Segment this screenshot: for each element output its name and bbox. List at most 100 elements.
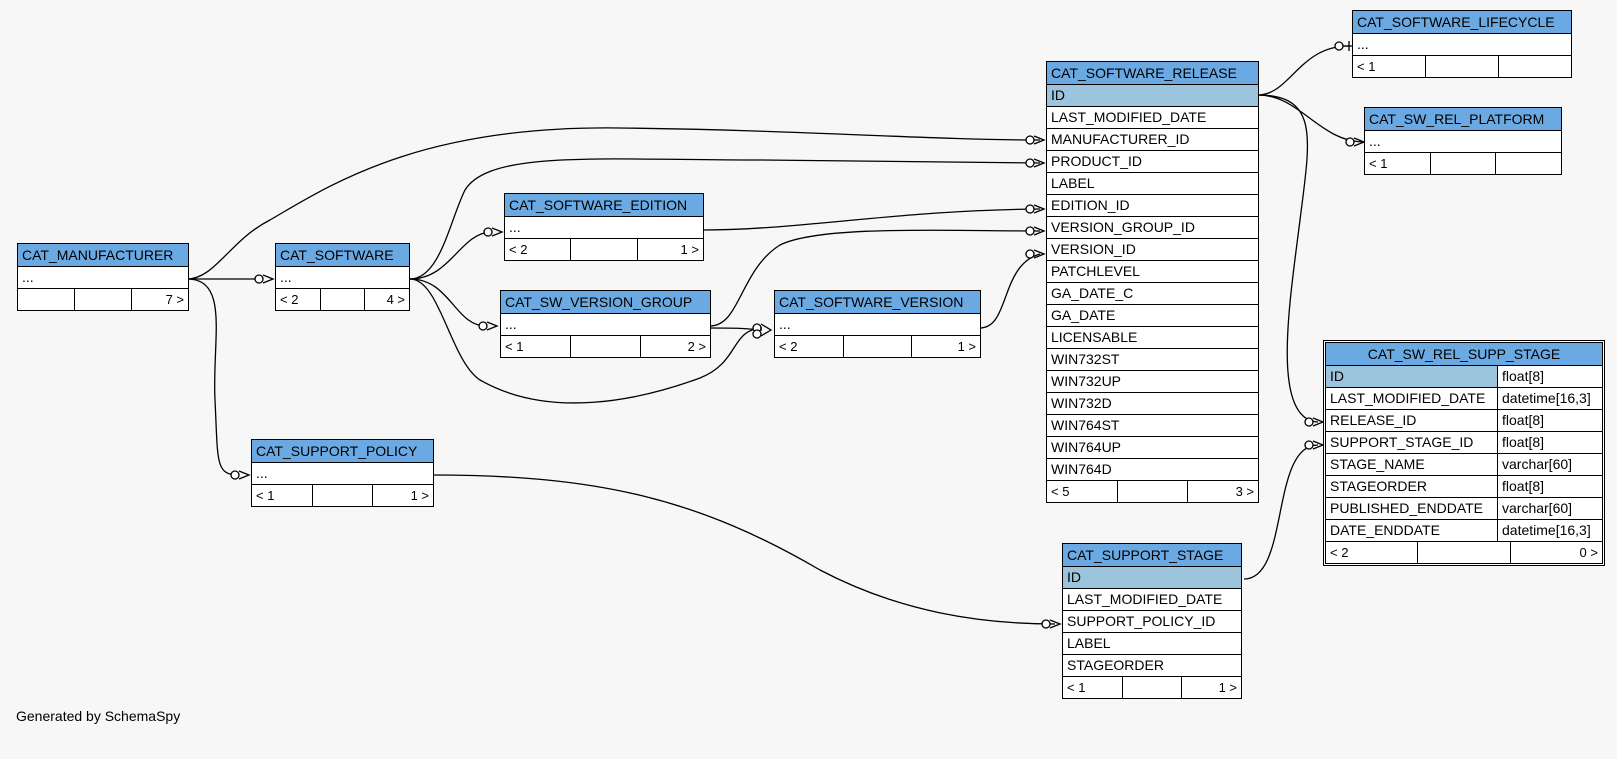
row-count [571, 336, 641, 357]
edge-software-version [409, 278, 763, 404]
row-count [1418, 542, 1511, 563]
parent-count: < 2 [775, 336, 844, 357]
column-name: SUPPORT_STAGE_ID [1330, 434, 1474, 450]
row-count [571, 239, 638, 260]
child-count: 3 > [1235, 484, 1255, 499]
table-cat-software-version[interactable]: CAT_SOFTWARE_VERSION ... < 2 1 > [774, 290, 981, 358]
table-cat-software[interactable]: CAT_SOFTWARE ... < 2 4 > [275, 243, 410, 311]
table-cat-sw-version-group[interactable]: CAT_SW_VERSION_GROUP ... < 1 2 > [500, 290, 711, 358]
column-type: float[8] [1497, 476, 1602, 497]
column-row: GA_DATE [1051, 307, 1116, 323]
column-row: ... [1369, 133, 1381, 149]
parent-count: < 2 [1326, 542, 1419, 563]
column-row: WIN732D [1051, 395, 1112, 411]
edge-manufacturer-policy [186, 278, 239, 476]
table-title[interactable]: CAT_MANUFACTURER [18, 244, 188, 267]
edge-release-relsuppstage [1257, 94, 1319, 423]
edge-software-edition [409, 231, 491, 280]
parent-count: < 1 [1365, 153, 1431, 174]
row-count [1431, 153, 1497, 174]
edge-edition-release [702, 208, 1041, 231]
parent-count: < 2 [276, 289, 321, 310]
column-name: STAGE_NAME [1330, 456, 1425, 472]
edge-stage-relsuppstage [1243, 444, 1319, 580]
column-row: LAST_MODIFIED_DATE [1051, 109, 1207, 125]
column-name: DATE_ENDDATE [1330, 522, 1440, 538]
parent-count: < 1 [1353, 56, 1426, 77]
child-count [1496, 153, 1561, 174]
column-row: WIN732UP [1051, 373, 1122, 389]
column-name: LAST_MODIFIED_DATE [1330, 390, 1486, 406]
row-count [1426, 56, 1499, 77]
column-row: LAST_MODIFIED_DATE [1067, 591, 1223, 607]
table-cat-sw-rel-platform[interactable]: CAT_SW_REL_PLATFORM ... < 1 [1364, 107, 1562, 175]
edge-policy-stage [432, 474, 1056, 625]
edge-version-release [979, 253, 1041, 329]
column-type: datetime[16,3] [1497, 388, 1602, 409]
column-row: SUPPORT_POLICY_ID [1067, 613, 1216, 629]
child-count: 1 > [957, 339, 977, 354]
parent-count: < 5 [1047, 481, 1118, 502]
child-count: 2 > [687, 339, 706, 354]
column-row: GA_DATE_C [1051, 285, 1134, 301]
edge-versiongroup-release [709, 229, 1041, 327]
column-row: VERSION_ID [1051, 241, 1136, 257]
row-count [75, 289, 132, 310]
column-name: RELEASE_ID [1330, 412, 1417, 428]
child-count: 1 > [410, 488, 430, 503]
column-row: LABEL [1051, 175, 1095, 191]
table-title[interactable]: CAT_SOFTWARE_LIFECYCLE [1353, 11, 1571, 34]
column-row: MANUFACTURER_ID [1051, 131, 1190, 147]
column-row: PRODUCT_ID [1051, 153, 1143, 169]
table-title[interactable]: CAT_SW_REL_PLATFORM [1365, 108, 1561, 131]
table-title[interactable]: CAT_SOFTWARE [276, 244, 409, 267]
table-title[interactable]: CAT_SW_REL_SUPP_STAGE [1326, 343, 1602, 366]
parent-count: < 1 [1063, 677, 1123, 698]
edge-software-versiongroup [409, 278, 487, 327]
column-type: varchar[60] [1497, 454, 1602, 475]
column-row: EDITION_ID [1051, 197, 1130, 213]
row-count [844, 336, 913, 357]
column-row: ... [256, 465, 268, 481]
column-row: ... [280, 269, 292, 285]
column-name: ID [1330, 368, 1344, 384]
column-row: ... [505, 316, 517, 332]
table-cat-support-stage[interactable]: CAT_SUPPORT_STAGE ID LAST_MODIFIED_DATE … [1062, 543, 1242, 699]
edge-release-platform [1257, 94, 1365, 143]
edge-release-lifecycle [1257, 45, 1351, 96]
column-type: float[8] [1497, 410, 1602, 431]
column-type: datetime[16,3] [1497, 520, 1602, 541]
table-cat-support-policy[interactable]: CAT_SUPPORT_POLICY ... < 1 1 > [251, 439, 434, 507]
child-count: 7 > [165, 292, 184, 307]
column-row: ... [22, 269, 34, 285]
child-count: 0 > [1579, 545, 1598, 560]
table-cat-software-lifecycle[interactable]: CAT_SOFTWARE_LIFECYCLE ... < 1 [1352, 10, 1572, 78]
table-title[interactable]: CAT_SUPPORT_POLICY [252, 440, 433, 463]
column-row: ... [1357, 36, 1369, 52]
column-type: varchar[60] [1497, 498, 1602, 519]
table-title[interactable]: CAT_SW_VERSION_GROUP [501, 291, 710, 314]
edge-software-release [409, 158, 1041, 280]
table-cat-sw-rel-supp-stage[interactable]: CAT_SW_REL_SUPP_STAGE ID float[8] LAST_MO… [1323, 340, 1605, 566]
generated-by-text: Generated by SchemaSpy [16, 708, 181, 724]
table-title[interactable]: CAT_SOFTWARE_EDITION [505, 194, 703, 217]
child-count: 1 > [680, 242, 699, 257]
table-cat-manufacturer[interactable]: CAT_MANUFACTURER ... 7 > [17, 243, 189, 311]
parent-count [18, 289, 75, 310]
column-type: float[8] [1497, 366, 1602, 387]
row-count [1123, 677, 1183, 698]
table-title[interactable]: CAT_SOFTWARE_RELEASE [1047, 62, 1258, 85]
column-row: WIN732ST [1051, 351, 1120, 367]
column-row: ... [779, 316, 791, 332]
parent-count: < 1 [501, 336, 571, 357]
table-cat-software-edition[interactable]: CAT_SOFTWARE_EDITION ... < 2 1 > [504, 193, 704, 261]
table-title[interactable]: CAT_SUPPORT_STAGE [1063, 544, 1241, 567]
table-cat-software-release[interactable]: CAT_SOFTWARE_RELEASE ID LAST_MODIFIED_DA… [1046, 61, 1259, 503]
column-row: WIN764ST [1051, 417, 1120, 433]
table-title[interactable]: CAT_SOFTWARE_VERSION [775, 291, 980, 314]
column-row: WIN764UP [1051, 439, 1122, 455]
column-name: PUBLISHED_ENDDATE [1330, 500, 1484, 516]
column-row: LICENSABLE [1051, 329, 1138, 345]
row-count [313, 485, 374, 506]
